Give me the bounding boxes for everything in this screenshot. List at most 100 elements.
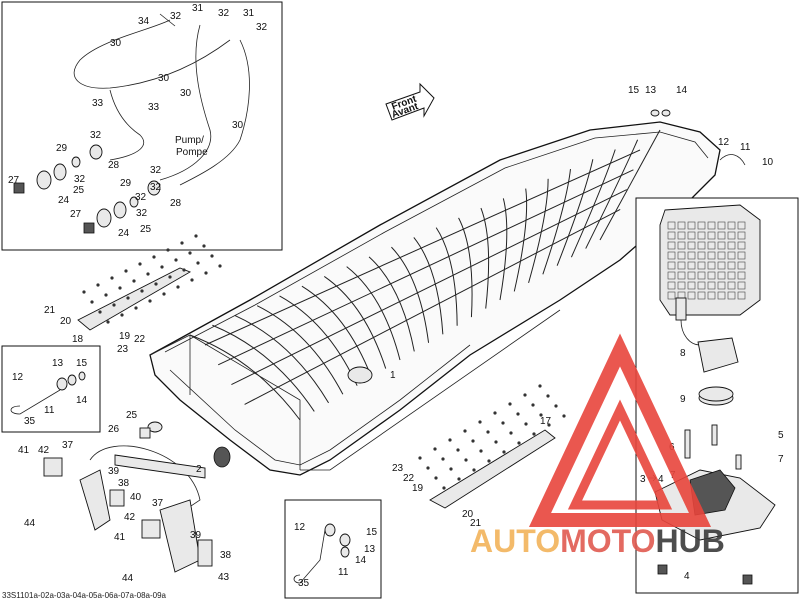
part-25: [147, 421, 163, 433]
callout-c15: 15: [628, 85, 640, 96]
hull-rib: [570, 149, 616, 258]
module-cell: [737, 221, 746, 230]
callout-c32g: 32: [135, 192, 147, 203]
module-cell: [677, 281, 686, 290]
hull-stringer: [231, 189, 628, 386]
module-cell: [667, 291, 676, 300]
fastener-dot: [449, 467, 453, 471]
module-cell: [717, 241, 726, 250]
watermark-logo-triangle-inner: [567, 399, 673, 510]
fastener-dot: [140, 289, 144, 293]
fastener-dot: [448, 438, 452, 442]
callout-c17: 17: [540, 416, 552, 427]
fastener-dot: [464, 458, 468, 462]
callout-c24b: 24: [118, 228, 130, 239]
module-cell: [727, 271, 736, 280]
callout-c44b: 44: [122, 573, 134, 584]
fastener-dot: [487, 459, 491, 463]
fastener-dot: [188, 251, 192, 255]
callout-c44: 44: [24, 518, 36, 529]
module-cell: [667, 251, 676, 260]
callout-c32a: 32: [170, 11, 182, 22]
callout-c32d: 32: [90, 130, 102, 141]
fastener-dot: [176, 285, 180, 289]
callout-inset11: 11: [44, 405, 55, 416]
callout-c38b: 38: [220, 550, 232, 561]
fastener-dot: [509, 431, 513, 435]
callout-c31a: 31: [192, 3, 204, 14]
fastener-dot: [120, 313, 124, 317]
callout-c20: 20: [60, 316, 72, 327]
fastener-dot: [104, 293, 108, 297]
module-cell: [717, 271, 726, 280]
callout-b15: 15: [366, 527, 378, 538]
callout-c41: 41: [18, 445, 30, 456]
hull-stringer: [217, 169, 634, 366]
module-cell: [707, 221, 716, 230]
module-cell: [727, 261, 736, 270]
hull-rib: [458, 217, 473, 318]
module-cell: [687, 271, 696, 280]
front-direction-arrow: Front Avant: [385, 82, 435, 121]
module-cell: [677, 221, 686, 230]
hull-stringer: [244, 208, 621, 405]
module-cell: [707, 271, 716, 280]
callout-c37: 37: [62, 440, 74, 451]
hull-rib: [413, 237, 444, 335]
module-cell: [677, 271, 686, 280]
callout-c33a: 33: [92, 98, 104, 109]
hull-frame-ribs: [189, 129, 661, 421]
fastener-dot: [126, 296, 130, 300]
fastener-dot: [418, 456, 422, 460]
callout-c23: 23: [117, 344, 129, 355]
fastener-dot: [456, 448, 460, 452]
fastener-dot: [547, 423, 551, 427]
fastener-dot: [524, 422, 528, 426]
electrical-inset: [635, 197, 799, 594]
module-cell: [717, 291, 726, 300]
watermark-auto: AUTO: [470, 523, 560, 559]
fastener-dot: [486, 430, 490, 434]
fastener-dot: [154, 282, 158, 286]
callout-c32f: 32: [150, 165, 162, 176]
fastener-dot: [539, 413, 543, 417]
module-cell: [707, 231, 716, 240]
hull-rib: [435, 227, 458, 326]
fastener-dot: [463, 429, 467, 433]
fastener-dot: [166, 248, 170, 252]
callout-c39b: 39: [190, 530, 202, 541]
module-cell: [717, 231, 726, 240]
fastener-dot: [441, 457, 445, 461]
fastener-dot: [90, 300, 94, 304]
callout-c28b: 28: [170, 198, 182, 209]
callout-b14: 14: [355, 555, 367, 566]
callout-c31b: 31: [243, 8, 255, 19]
callout-inset15: 15: [76, 358, 88, 369]
fastener-dot: [134, 306, 138, 310]
fastener-dot: [110, 276, 114, 280]
fastener-dot: [478, 420, 482, 424]
watermark: AUTOMOTOHUB: [470, 333, 725, 559]
module-cell: [737, 281, 746, 290]
module-cell: [727, 281, 736, 290]
callout-c10: 10: [762, 157, 774, 168]
fastener-dot: [554, 404, 558, 408]
callout-c30d: 30: [232, 120, 244, 131]
callout-c41b: 41: [114, 532, 126, 543]
hull-rib: [212, 324, 315, 412]
module-cell: [667, 241, 676, 250]
callout-inset12: 12: [12, 372, 24, 383]
callout-c11: 11: [740, 142, 751, 153]
module-cell: [737, 241, 746, 250]
module-cell: [667, 221, 676, 230]
fastener-dot: [210, 254, 214, 258]
fastener-dot: [112, 303, 116, 307]
module-cell: [707, 281, 716, 290]
hose-inset: Pump/ Pompe: [1, 1, 283, 251]
callout-c14: 14: [676, 85, 688, 96]
fastener-dot: [146, 272, 150, 276]
module-cell: [697, 291, 706, 300]
module-cell: [667, 271, 676, 280]
hull-rib: [301, 285, 372, 378]
